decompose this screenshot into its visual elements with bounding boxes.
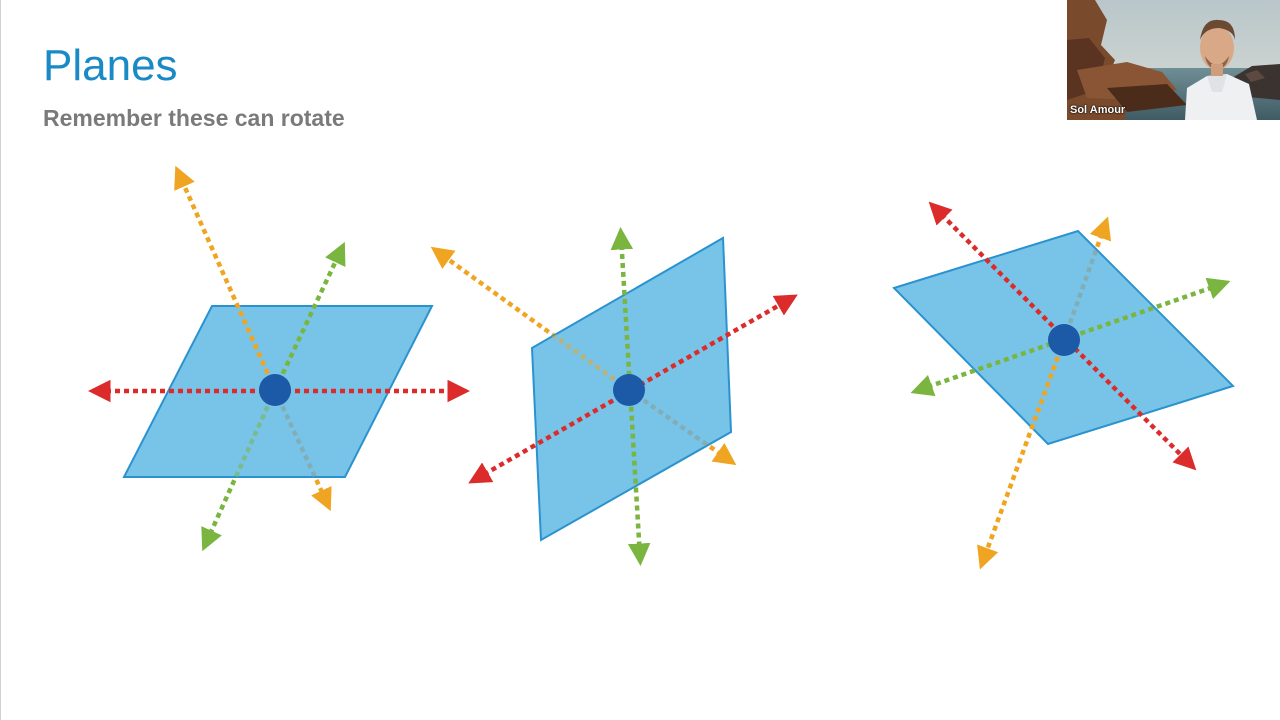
plane-2-point (613, 374, 645, 406)
plane-group-3 (892, 201, 1235, 570)
plane-group-1 (88, 165, 470, 552)
webcam-participant-name: Sol Amour (1070, 104, 1126, 116)
plane-1-point (259, 374, 291, 406)
green-axis-front (272, 241, 346, 391)
slide-title: Planes (43, 41, 178, 90)
webcam-feed-image (1067, 0, 1280, 120)
orange-axis-front (174, 165, 278, 391)
plane-3-point (1048, 324, 1080, 356)
slide-subtitle: Remember these can rotate (43, 105, 345, 131)
plane-group-2 (430, 227, 798, 566)
slide-left-border (0, 0, 1, 720)
webcam-video[interactable]: Sol Amour (1067, 0, 1280, 120)
